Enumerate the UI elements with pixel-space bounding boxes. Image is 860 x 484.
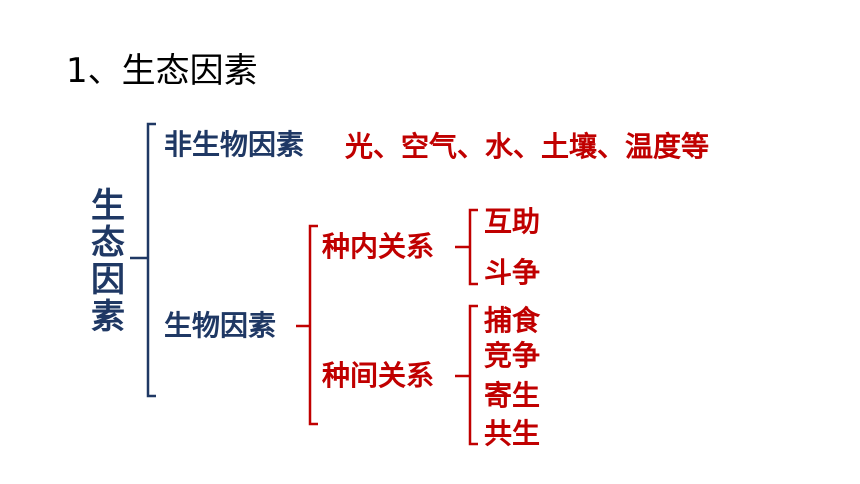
biotic-bracket xyxy=(296,224,318,426)
biotic-factors-label: 生物因素 xyxy=(164,309,277,342)
intraspecific-label: 种内关系 xyxy=(322,230,435,263)
inter-bracket xyxy=(455,304,478,446)
inter-item: 寄生 xyxy=(484,379,541,412)
inter-item: 共生 xyxy=(484,417,541,450)
interspecific-label: 种间关系 xyxy=(322,359,435,392)
page-title: 1、生态因素 xyxy=(66,51,258,91)
abiotic-examples: 光、空气、水、土壤、温度等 xyxy=(345,130,710,163)
intra-bracket xyxy=(455,208,478,286)
intra-item: 斗争 xyxy=(484,256,541,289)
intra-item: 互助 xyxy=(484,205,541,238)
inter-item: 捕食 xyxy=(484,304,541,337)
abiotic-factors-label: 非生物因素 xyxy=(164,128,305,161)
root-bracket xyxy=(130,122,156,398)
inter-item: 竞争 xyxy=(484,339,541,372)
root-node-ecological-factors: 生态因素 xyxy=(91,186,125,337)
